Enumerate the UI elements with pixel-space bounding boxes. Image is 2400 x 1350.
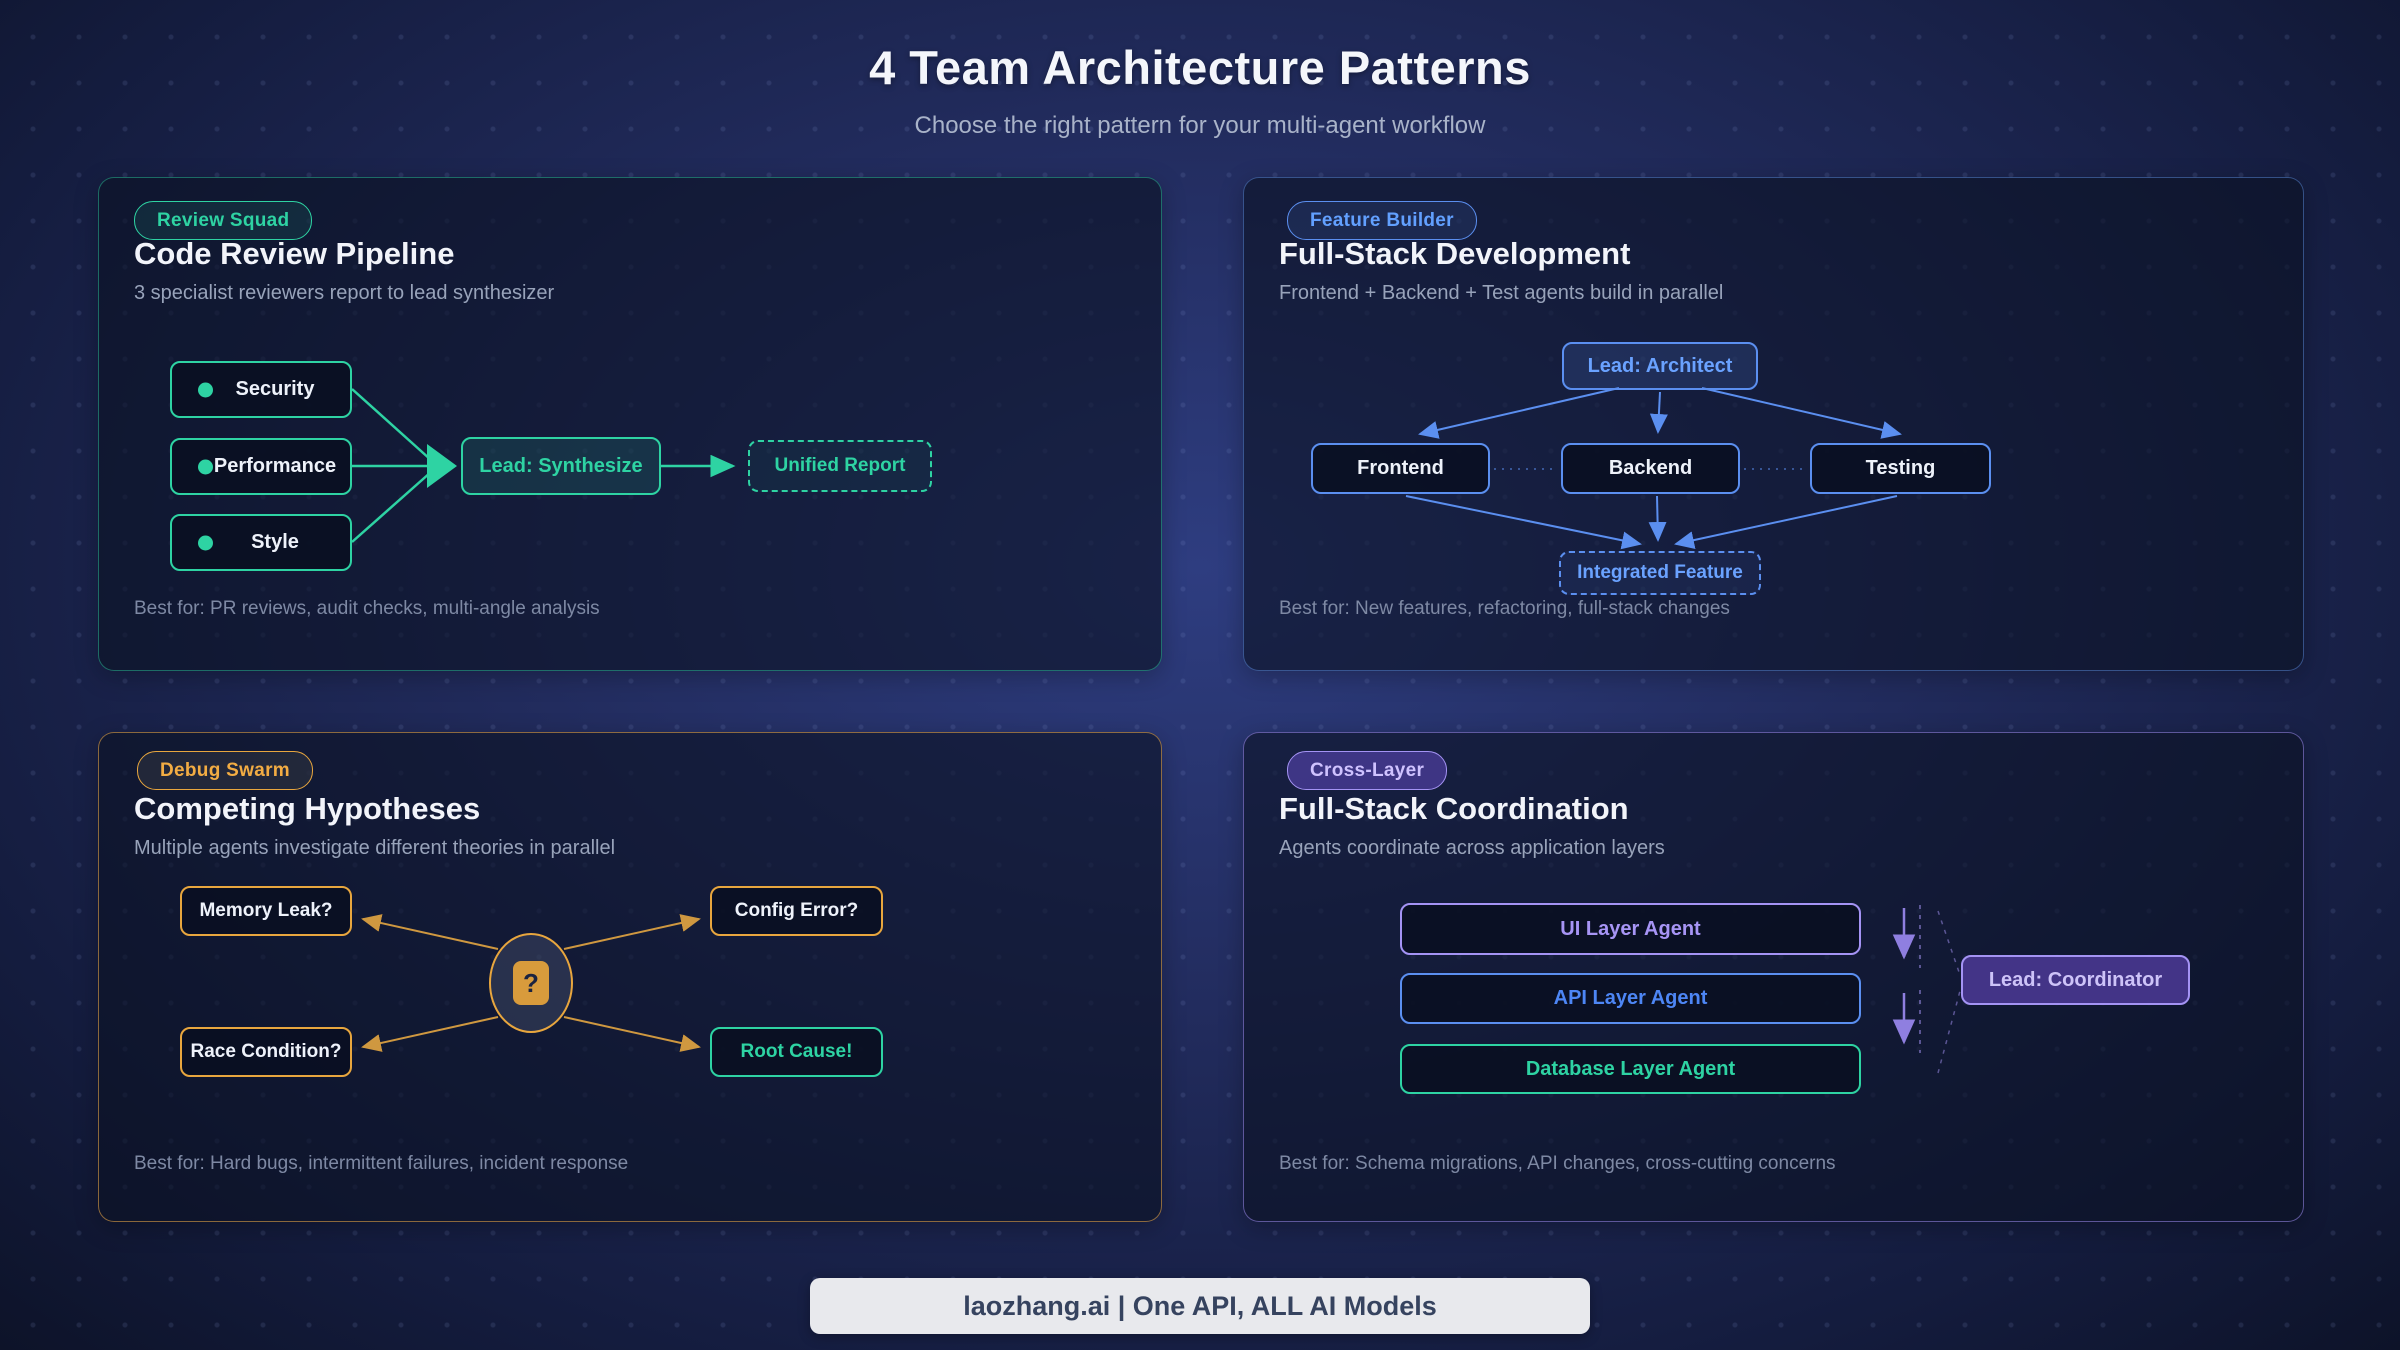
- node-ui-layer-agent: UI Layer Agent: [1400, 903, 1861, 955]
- card-code-review-pipeline: Review Squad Code Review Pipeline 3 spec…: [98, 177, 1162, 671]
- badge-cross-layer: Cross-Layer: [1287, 751, 1448, 790]
- status-dot-icon: [198, 459, 213, 474]
- node-frontend: Frontend: [1311, 443, 1490, 494]
- page-subtitle: Choose the right pattern for your multi-…: [914, 112, 1486, 139]
- node-lead-architect: Lead: Architect: [1562, 342, 1758, 390]
- status-dot-icon: [198, 382, 213, 397]
- node-testing: Testing: [1810, 443, 1991, 494]
- best-for-text: Best for: Hard bugs, intermittent failur…: [134, 1153, 629, 1174]
- status-dot-icon: [198, 535, 213, 550]
- node-root-cause: Root Cause!: [710, 1027, 883, 1077]
- node-label: Performance: [213, 455, 337, 477]
- node-api-layer-agent: API Layer Agent: [1400, 973, 1861, 1024]
- best-for-text: Best for: New features, refactoring, ful…: [1279, 598, 1730, 619]
- badge-debug-swarm: Debug Swarm: [137, 751, 313, 790]
- card-competing-hypotheses: Debug Swarm Competing Hypotheses Multipl…: [98, 732, 1162, 1222]
- card-title: Code Review Pipeline: [134, 236, 455, 271]
- badge-feature-builder: Feature Builder: [1287, 201, 1477, 240]
- page-title: 4 Team Architecture Patterns: [869, 41, 1531, 94]
- node-config-error: Config Error?: [710, 886, 883, 936]
- footer-brand-pill: laozhang.ai | One API, ALL AI Models: [810, 1278, 1590, 1334]
- node-memory-leak: Memory Leak?: [180, 886, 352, 936]
- card-title: Full-Stack Development: [1279, 236, 1631, 271]
- best-for-text: Best for: Schema migrations, API changes…: [1279, 1153, 1836, 1174]
- card-subtitle: Agents coordinate across application lay…: [1279, 837, 1665, 859]
- card-full-stack-coordination: Cross-Layer Full-Stack Coordination Agen…: [1243, 732, 2304, 1222]
- card-subtitle: Frontend + Backend + Test agents build i…: [1279, 282, 1724, 304]
- node-style: Style: [170, 514, 352, 571]
- node-label: Security: [235, 378, 315, 400]
- card-full-stack-development: Feature Builder Full-Stack Development F…: [1243, 177, 2304, 671]
- card-subtitle: 3 specialist reviewers report to lead sy…: [134, 282, 555, 304]
- badge-review-squad: Review Squad: [134, 201, 313, 240]
- node-lead-synthesize: Lead: Synthesize: [461, 437, 661, 495]
- node-backend: Backend: [1561, 443, 1740, 494]
- node-lead-coordinator: Lead: Coordinator: [1961, 955, 2190, 1005]
- node-database-layer-agent: Database Layer Agent: [1400, 1044, 1861, 1094]
- node-label: Style: [251, 531, 299, 553]
- node-performance: Performance: [170, 438, 352, 495]
- best-for-text: Best for: PR reviews, audit checks, mult…: [134, 598, 600, 619]
- node-unified-report: Unified Report: [748, 440, 932, 492]
- card-title: Competing Hypotheses: [134, 791, 481, 826]
- question-mark-icon: ?: [513, 961, 549, 1005]
- card-title: Full-Stack Coordination: [1279, 791, 1629, 826]
- card-subtitle: Multiple agents investigate different th…: [134, 837, 616, 859]
- node-security: Security: [170, 361, 352, 418]
- node-integrated-feature: Integrated Feature: [1559, 551, 1761, 595]
- node-race-condition: Race Condition?: [180, 1027, 352, 1077]
